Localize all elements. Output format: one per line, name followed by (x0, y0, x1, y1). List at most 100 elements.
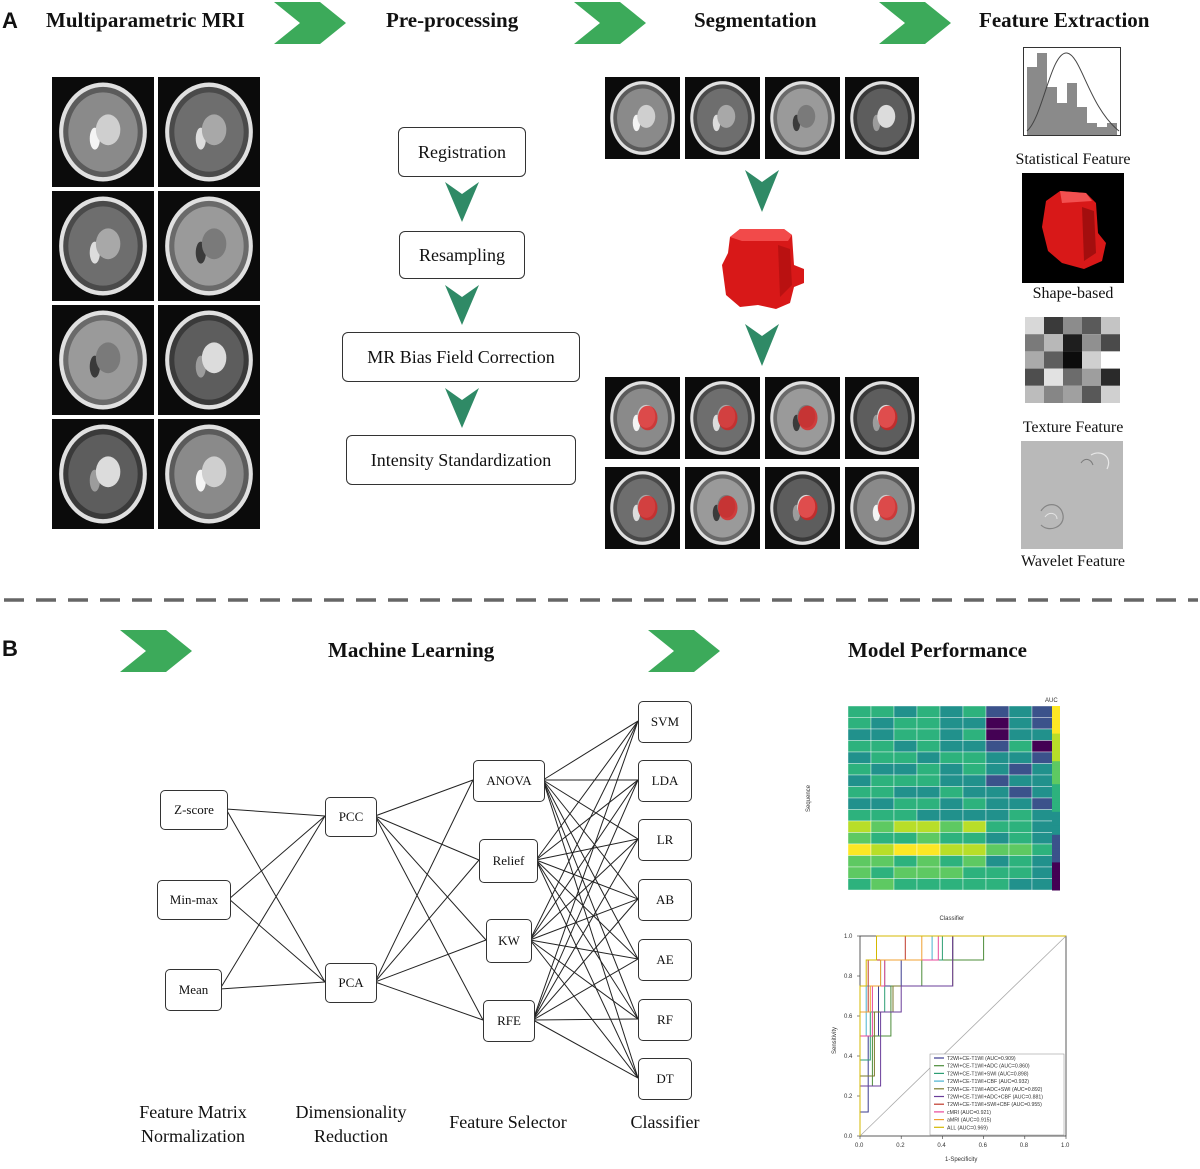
heatmap-cell (1008, 866, 1033, 879)
heatmap-cell (939, 855, 964, 868)
heatmap-cell (916, 820, 941, 833)
caption-normalization: Feature Matrix Normalization (120, 1100, 266, 1148)
heatmap-cell (916, 774, 941, 787)
segmented-slice (765, 377, 840, 459)
heatmap-cell (847, 751, 872, 764)
mri-image-grid (52, 77, 260, 530)
texture-cell (1044, 385, 1063, 403)
connection-line (529, 939, 639, 1020)
heatmap-cell (916, 717, 941, 730)
heatmap-cell (985, 740, 1010, 753)
connection-line (374, 779, 474, 817)
label-texture-feature: Texture Feature (1022, 419, 1124, 436)
norm-zscore: Z-score (160, 790, 228, 830)
roc-ylabel: Sensitivity (832, 1027, 838, 1054)
step-registration: Registration (398, 127, 526, 177)
connection-line (219, 815, 326, 990)
heatmap-cell (870, 878, 895, 891)
selector-anova: ANOVA (473, 760, 545, 802)
step-bias-field-correction: MR Bias Field Correction (342, 332, 580, 382)
heading-machine-learning: Machine Learning (328, 638, 495, 662)
caption-classifier: Classifier (630, 1112, 700, 1132)
connection-line (529, 838, 639, 941)
reduction-pca: PCA (325, 963, 377, 1003)
segmented-slice (845, 377, 920, 459)
connection-line (542, 779, 639, 840)
heatmap-cell (870, 717, 895, 730)
heatmap-cell (939, 832, 964, 845)
down-arrow-icon (445, 285, 479, 325)
heatmap-cell (1008, 878, 1033, 891)
connection-line (532, 720, 639, 1021)
heatmap-cell (939, 809, 964, 822)
legend-entry: T2WI+CE-T1WI+ADC+SWI (AUC=0.892) (947, 1087, 1043, 1093)
segmented-slice (685, 467, 760, 549)
roc-series-line (859, 935, 1066, 1136)
heatmap-cell (1008, 740, 1033, 753)
heatmap-cell (916, 751, 941, 764)
texture-cell (1044, 368, 1063, 386)
heatmap-cell (893, 820, 918, 833)
caption-reduction-line1: Dimensionality (295, 1102, 407, 1122)
x-tick-label: 0.6 (979, 1143, 988, 1149)
heatmap-cell (1031, 866, 1056, 879)
heatmap-cell (985, 705, 1010, 718)
texture-cell (1025, 334, 1044, 352)
legend-entry: cMRI (AUC=0.921) (947, 1110, 991, 1116)
segmented-slice (605, 377, 680, 459)
segmentation-input-images (605, 77, 920, 159)
heatmap-cell (1008, 786, 1033, 799)
heatmap-cell (847, 786, 872, 799)
roc-series-line (859, 935, 1066, 1136)
texture-feature-matrix (1025, 317, 1120, 403)
connection-line (374, 815, 480, 861)
heatmap-cell (985, 855, 1010, 868)
connection-line (529, 779, 639, 941)
heatmap-cell (985, 809, 1010, 822)
shape-feature-3d-render (1022, 173, 1124, 283)
heatmap-cell (962, 809, 987, 822)
heatmap-cell (893, 832, 918, 845)
connection-line (228, 815, 326, 900)
connection-line (542, 779, 639, 900)
heatmap-cell (1008, 774, 1033, 787)
heatmap-cell (1008, 751, 1033, 764)
texture-cell (1063, 317, 1082, 335)
connection-line (542, 779, 639, 1020)
heatmap-cell (939, 740, 964, 753)
heatmap-cell (1008, 797, 1033, 810)
heatmap-cell (893, 751, 918, 764)
heatmap-cell (962, 751, 987, 764)
connection-line (225, 808, 326, 817)
segmented-slice (605, 467, 680, 549)
panel-b-label: B (2, 636, 18, 661)
wavelet-feature-image (1021, 441, 1123, 549)
classifier-rf: RF (638, 999, 692, 1041)
heatmap-cell (870, 866, 895, 879)
connection-line (374, 779, 474, 983)
down-arrow-icon (745, 170, 779, 212)
texture-cell (1044, 351, 1063, 369)
connection-line (535, 859, 639, 960)
heatmap-cell (962, 774, 987, 787)
segmented-slice (845, 467, 920, 549)
roc-series-line (859, 935, 1066, 1136)
heatmap-cell (893, 786, 918, 799)
heatmap-cell (985, 878, 1010, 891)
connection-line (374, 859, 480, 983)
texture-cell (1025, 351, 1044, 369)
segmentation-output-images (605, 377, 920, 549)
texture-cell (1063, 334, 1082, 352)
legend-entry: T2WI+CE-T1WI+CBF (AUC=0.932) (947, 1079, 1029, 1085)
heatmap-cell (939, 763, 964, 776)
texture-cell (1082, 334, 1101, 352)
connection-line (374, 815, 487, 941)
heatmap-cell (916, 728, 941, 741)
heatmap-cell (985, 797, 1010, 810)
caption-normalization-line2: Normalization (141, 1126, 245, 1146)
heatmap-cell (847, 728, 872, 741)
x-tick-label: 1.0 (1061, 1143, 1070, 1149)
roc-series-line (859, 935, 1066, 1136)
texture-cell (1063, 385, 1082, 403)
